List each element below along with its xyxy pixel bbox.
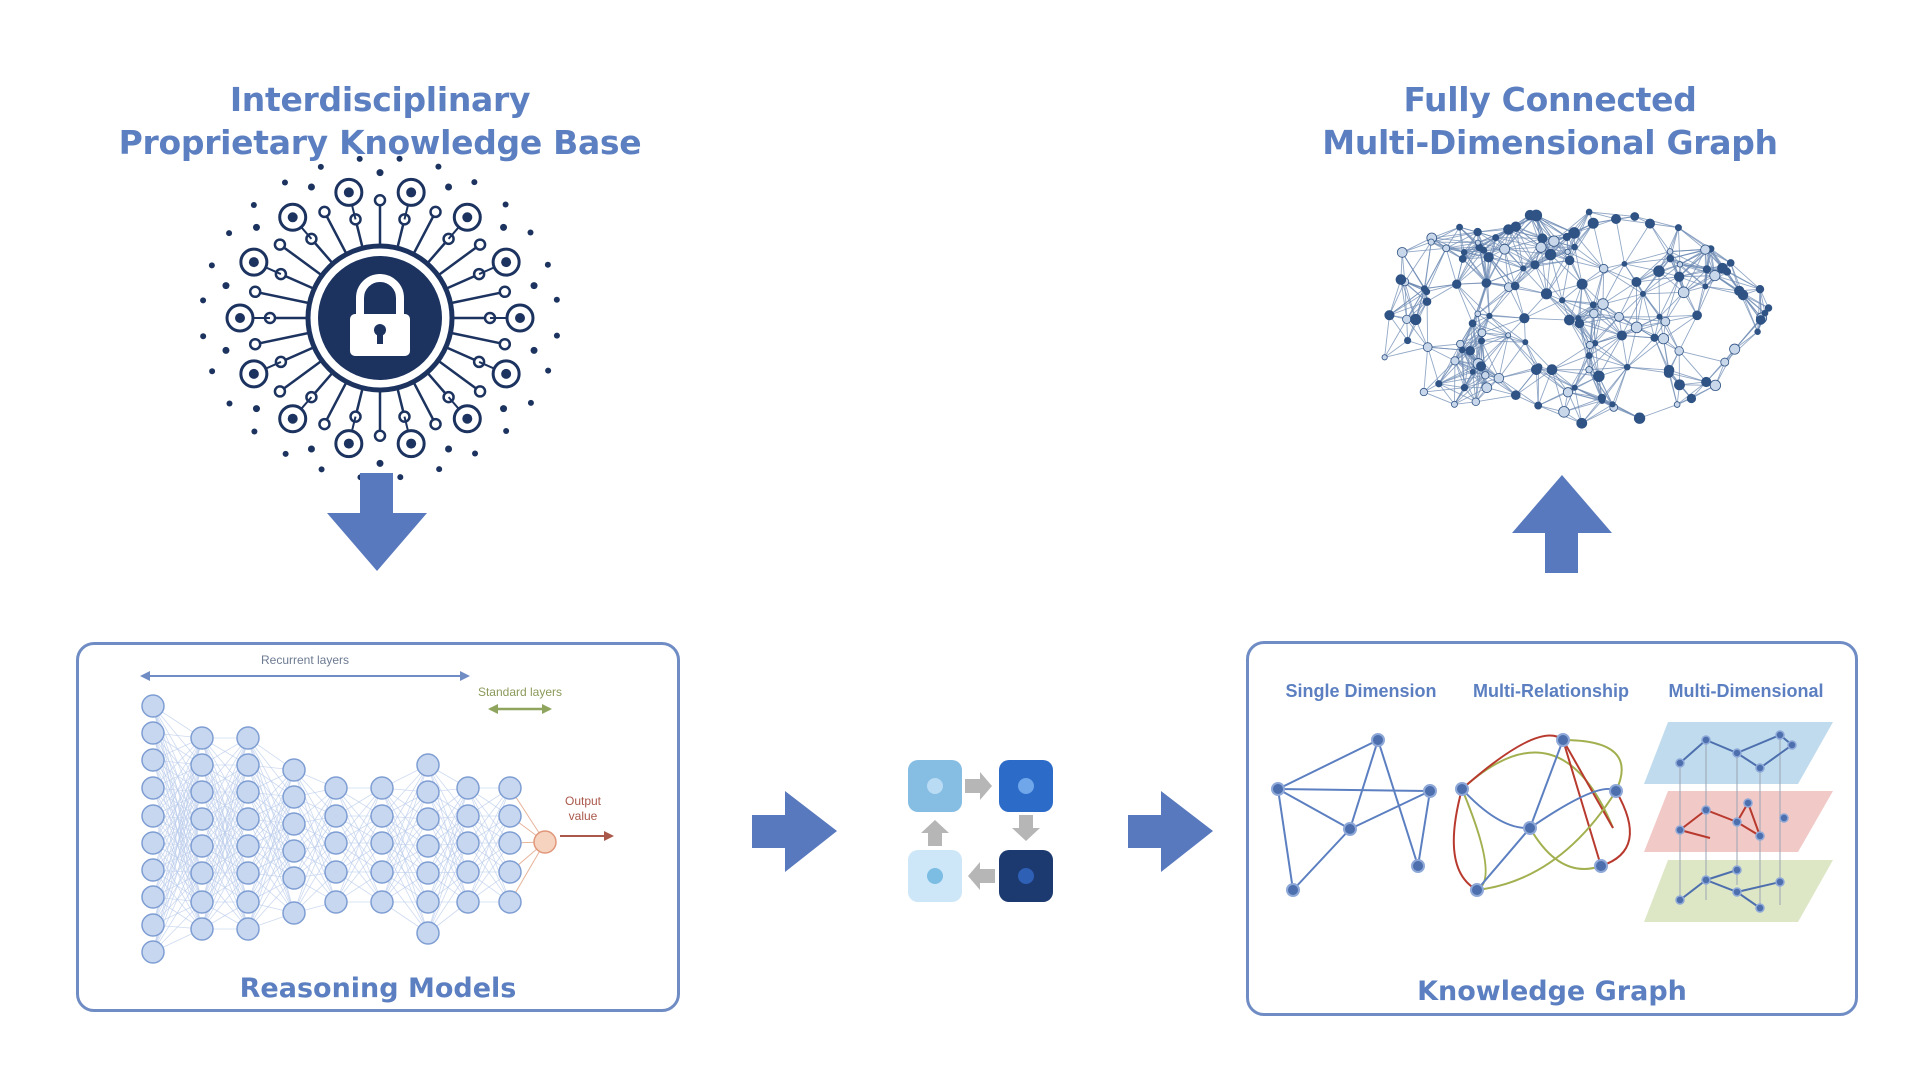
output-label-line1: Output	[565, 794, 602, 808]
right-arrow-icon	[752, 791, 837, 872]
multi-dimensional-label: Multi-Dimensional	[1668, 681, 1823, 701]
lock-network-emblem	[200, 155, 560, 481]
single-dimension-label: Single Dimension	[1285, 681, 1436, 701]
output-label-line2: value	[569, 809, 598, 823]
down-arrow-icon	[327, 473, 427, 571]
title-left-line2: Proprietary Knowledge Base	[118, 123, 642, 162]
output-arrow	[560, 831, 614, 841]
reasoning-models-label: Reasoning Models	[239, 973, 517, 1004]
title-right-line1: Fully Connected	[1403, 80, 1697, 119]
right-arrow-icon	[1128, 791, 1213, 872]
fully-connected-graph	[1381, 208, 1773, 429]
title-multidimensional-graph: Fully Connected Multi-Dimensional Graph	[1290, 78, 1810, 164]
neural-network-diagram	[141, 694, 557, 964]
multi-relationship-nodes	[1455, 733, 1623, 897]
multi-dimensional-planes	[1644, 722, 1833, 922]
recurrent-layers-indicator	[140, 671, 470, 681]
single-dimension-graph	[1277, 739, 1431, 891]
standard-layers-label: Standard layers	[478, 685, 562, 699]
title-left-line1: Interdisciplinary	[229, 80, 531, 119]
title-knowledge-base: Interdisciplinary Proprietary Knowledge …	[95, 78, 665, 164]
recurrent-layers-label: Recurrent layers	[261, 653, 349, 667]
title-right-line2: Multi-Dimensional Graph	[1322, 123, 1778, 162]
cycle-icon	[908, 760, 1053, 902]
single-dimension-nodes	[1271, 733, 1437, 897]
standard-layers-indicator	[488, 704, 552, 714]
knowledge-graph-label: Knowledge Graph	[1417, 976, 1687, 1007]
up-arrow-icon	[1512, 475, 1612, 573]
multi-relationship-label: Multi-Relationship	[1473, 681, 1629, 701]
